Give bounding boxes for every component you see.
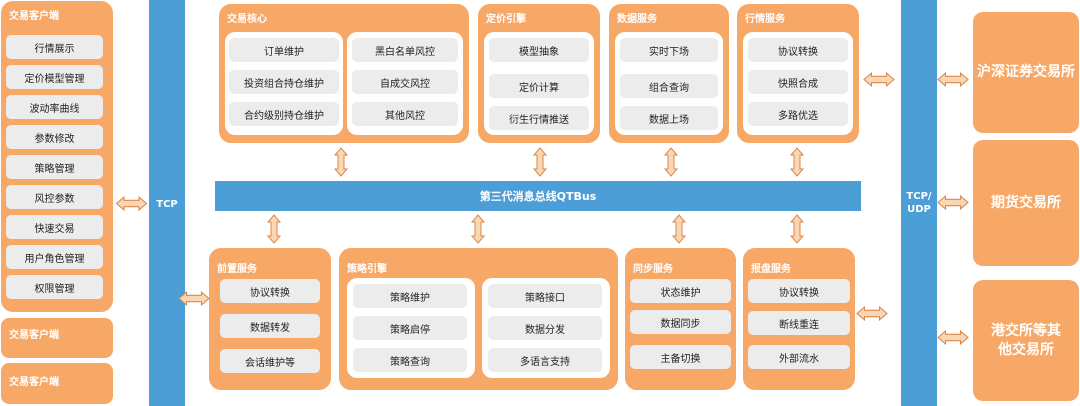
double-arrow-icon (937, 195, 969, 210)
trading-core-title: 交易核心 (227, 14, 267, 25)
client-item: 快速交易 (6, 215, 103, 239)
tcp-bus: TCP (149, 0, 185, 406)
trading-core-left-box: 订单维护 投资组合持仓维护 合约级别持仓维护 (225, 32, 343, 135)
client-item: 权限管理 (6, 275, 103, 299)
client-panel-2-title: 交易客户端 (9, 330, 59, 341)
market-service-item: 协议转换 (748, 38, 848, 62)
client-item: 参数修改 (6, 125, 103, 149)
strategy-right-box: 策略接口 数据分发 多语言支持 (482, 278, 610, 378)
report-service-title: 报盘服务 (751, 264, 791, 275)
trading-core-item: 订单维护 (229, 38, 339, 62)
pricing-item: 衍生行情推送 (489, 106, 589, 130)
tcpudp-bus: TCP/ UDP (901, 0, 937, 406)
strategy-item: 策略启停 (353, 316, 467, 340)
trading-core-item: 合约级别持仓维护 (229, 102, 339, 126)
data-service-panel: 数据服务 实时下场 组合查询 数据上场 (609, 4, 729, 143)
client-item: 定价模型管理 (6, 65, 103, 89)
double-arrow-icon (672, 214, 686, 244)
exchange-sse-szse: 沪深证券交易所 (973, 12, 1079, 133)
trading-core-item: 黑白名单风控 (352, 38, 458, 62)
market-service-panel: 行情服务 协议转换 快照合成 多路优选 (737, 4, 859, 143)
double-arrow-icon (533, 147, 547, 177)
tcp-label: TCP (156, 199, 178, 210)
trading-core-right-box: 黑白名单风控 自成交风控 其他风控 (347, 32, 463, 135)
client-item: 行情展示 (6, 35, 103, 59)
client-item: 波动率曲线 (6, 95, 103, 119)
sync-service-item: 状态维护 (630, 279, 731, 303)
double-arrow-icon (267, 214, 281, 244)
data-service-box: 实时下场 组合查询 数据上场 (615, 32, 723, 135)
strategy-item: 策略查询 (353, 348, 467, 372)
strategy-left-box: 策略维护 策略启停 策略查询 (347, 278, 475, 378)
strategy-item: 数据分发 (488, 316, 602, 340)
data-service-item: 数据上场 (620, 106, 718, 130)
exchange-futures: 期货交易所 (973, 140, 1079, 266)
pricing-box: 模型抽象 定价计算 衍生行情推送 (484, 32, 594, 135)
sync-service-item: 数据同步 (630, 310, 731, 334)
data-service-title: 数据服务 (617, 14, 657, 25)
strategy-item: 策略维护 (353, 284, 467, 308)
double-arrow-icon (115, 196, 148, 211)
report-service-item: 协议转换 (748, 279, 850, 303)
market-service-box: 协议转换 快照合成 多路优选 (743, 32, 853, 135)
double-arrow-icon (471, 214, 485, 244)
pricing-panel: 定价引擎 模型抽象 定价计算 衍生行情推送 (478, 4, 600, 143)
client-panel-3-title: 交易客户端 (9, 377, 59, 388)
double-arrow-icon (664, 147, 678, 177)
strategy-engine-panel: 策略引擎 策略维护 策略启停 策略查询 策略接口 数据分发 多语言支持 (339, 248, 618, 390)
qtbus: 第三代消息总线QTBus (215, 181, 861, 211)
double-arrow-icon (790, 214, 804, 244)
exchange-hkex-others: 港交所等其 他交易所 (973, 280, 1079, 401)
trading-core-panel: 交易核心 订单维护 投资组合持仓维护 合约级别持仓维护 黑白名单风控 自成交风控… (219, 4, 469, 143)
double-arrow-icon (937, 72, 969, 87)
client-panel-title: 交易客户端 (9, 11, 59, 22)
double-arrow-icon (334, 147, 348, 177)
pricing-title: 定价引擎 (486, 14, 526, 25)
pricing-item: 模型抽象 (489, 38, 589, 62)
strategy-item: 策略接口 (488, 284, 602, 308)
double-arrow-icon (863, 72, 895, 87)
data-service-item: 组合查询 (620, 74, 718, 98)
sync-service-title: 同步服务 (633, 264, 673, 275)
market-service-title: 行情服务 (745, 14, 785, 25)
qtbus-label: 第三代消息总线QTBus (479, 190, 597, 203)
strategy-item: 多语言支持 (488, 348, 602, 372)
client-item: 用户角色管理 (6, 245, 103, 269)
pricing-item: 定价计算 (489, 74, 589, 98)
front-service-item: 协议转换 (220, 279, 320, 303)
sync-service-item: 主备切换 (630, 345, 731, 369)
report-service-item: 断线重连 (748, 311, 850, 335)
strategy-engine-title: 策略引擎 (347, 264, 387, 275)
report-service-item: 外部流水 (748, 345, 850, 369)
client-panel-3: 交易客户端 (1, 363, 113, 404)
market-service-item: 多路优选 (748, 102, 848, 126)
double-arrow-icon (790, 147, 804, 177)
front-service-item: 会话维护等 (220, 349, 320, 373)
front-service-item: 数据转发 (220, 314, 320, 338)
sync-service-panel: 同步服务 状态维护 数据同步 主备切换 (625, 248, 736, 390)
double-arrow-icon (937, 330, 969, 345)
report-service-panel: 报盘服务 协议转换 断线重连 外部流水 (743, 248, 855, 390)
double-arrow-icon (856, 306, 888, 321)
client-panel: 交易客户端 行情展示 定价模型管理 波动率曲线 参数修改 策略管理 风控参数 快… (1, 1, 113, 312)
tcpudp-label: TCP/ UDP (906, 191, 932, 215)
trading-core-item: 自成交风控 (352, 70, 458, 94)
trading-core-item: 其他风控 (352, 102, 458, 126)
data-service-item: 实时下场 (620, 38, 718, 62)
front-service-panel: 前置服务 协议转换 数据转发 会话维护等 (209, 248, 331, 390)
trading-core-item: 投资组合持仓维护 (229, 70, 339, 94)
market-service-item: 快照合成 (748, 70, 848, 94)
client-panel-2: 交易客户端 (1, 318, 113, 358)
front-service-title: 前置服务 (217, 264, 257, 275)
client-item: 风控参数 (6, 185, 103, 209)
client-item: 策略管理 (6, 155, 103, 179)
